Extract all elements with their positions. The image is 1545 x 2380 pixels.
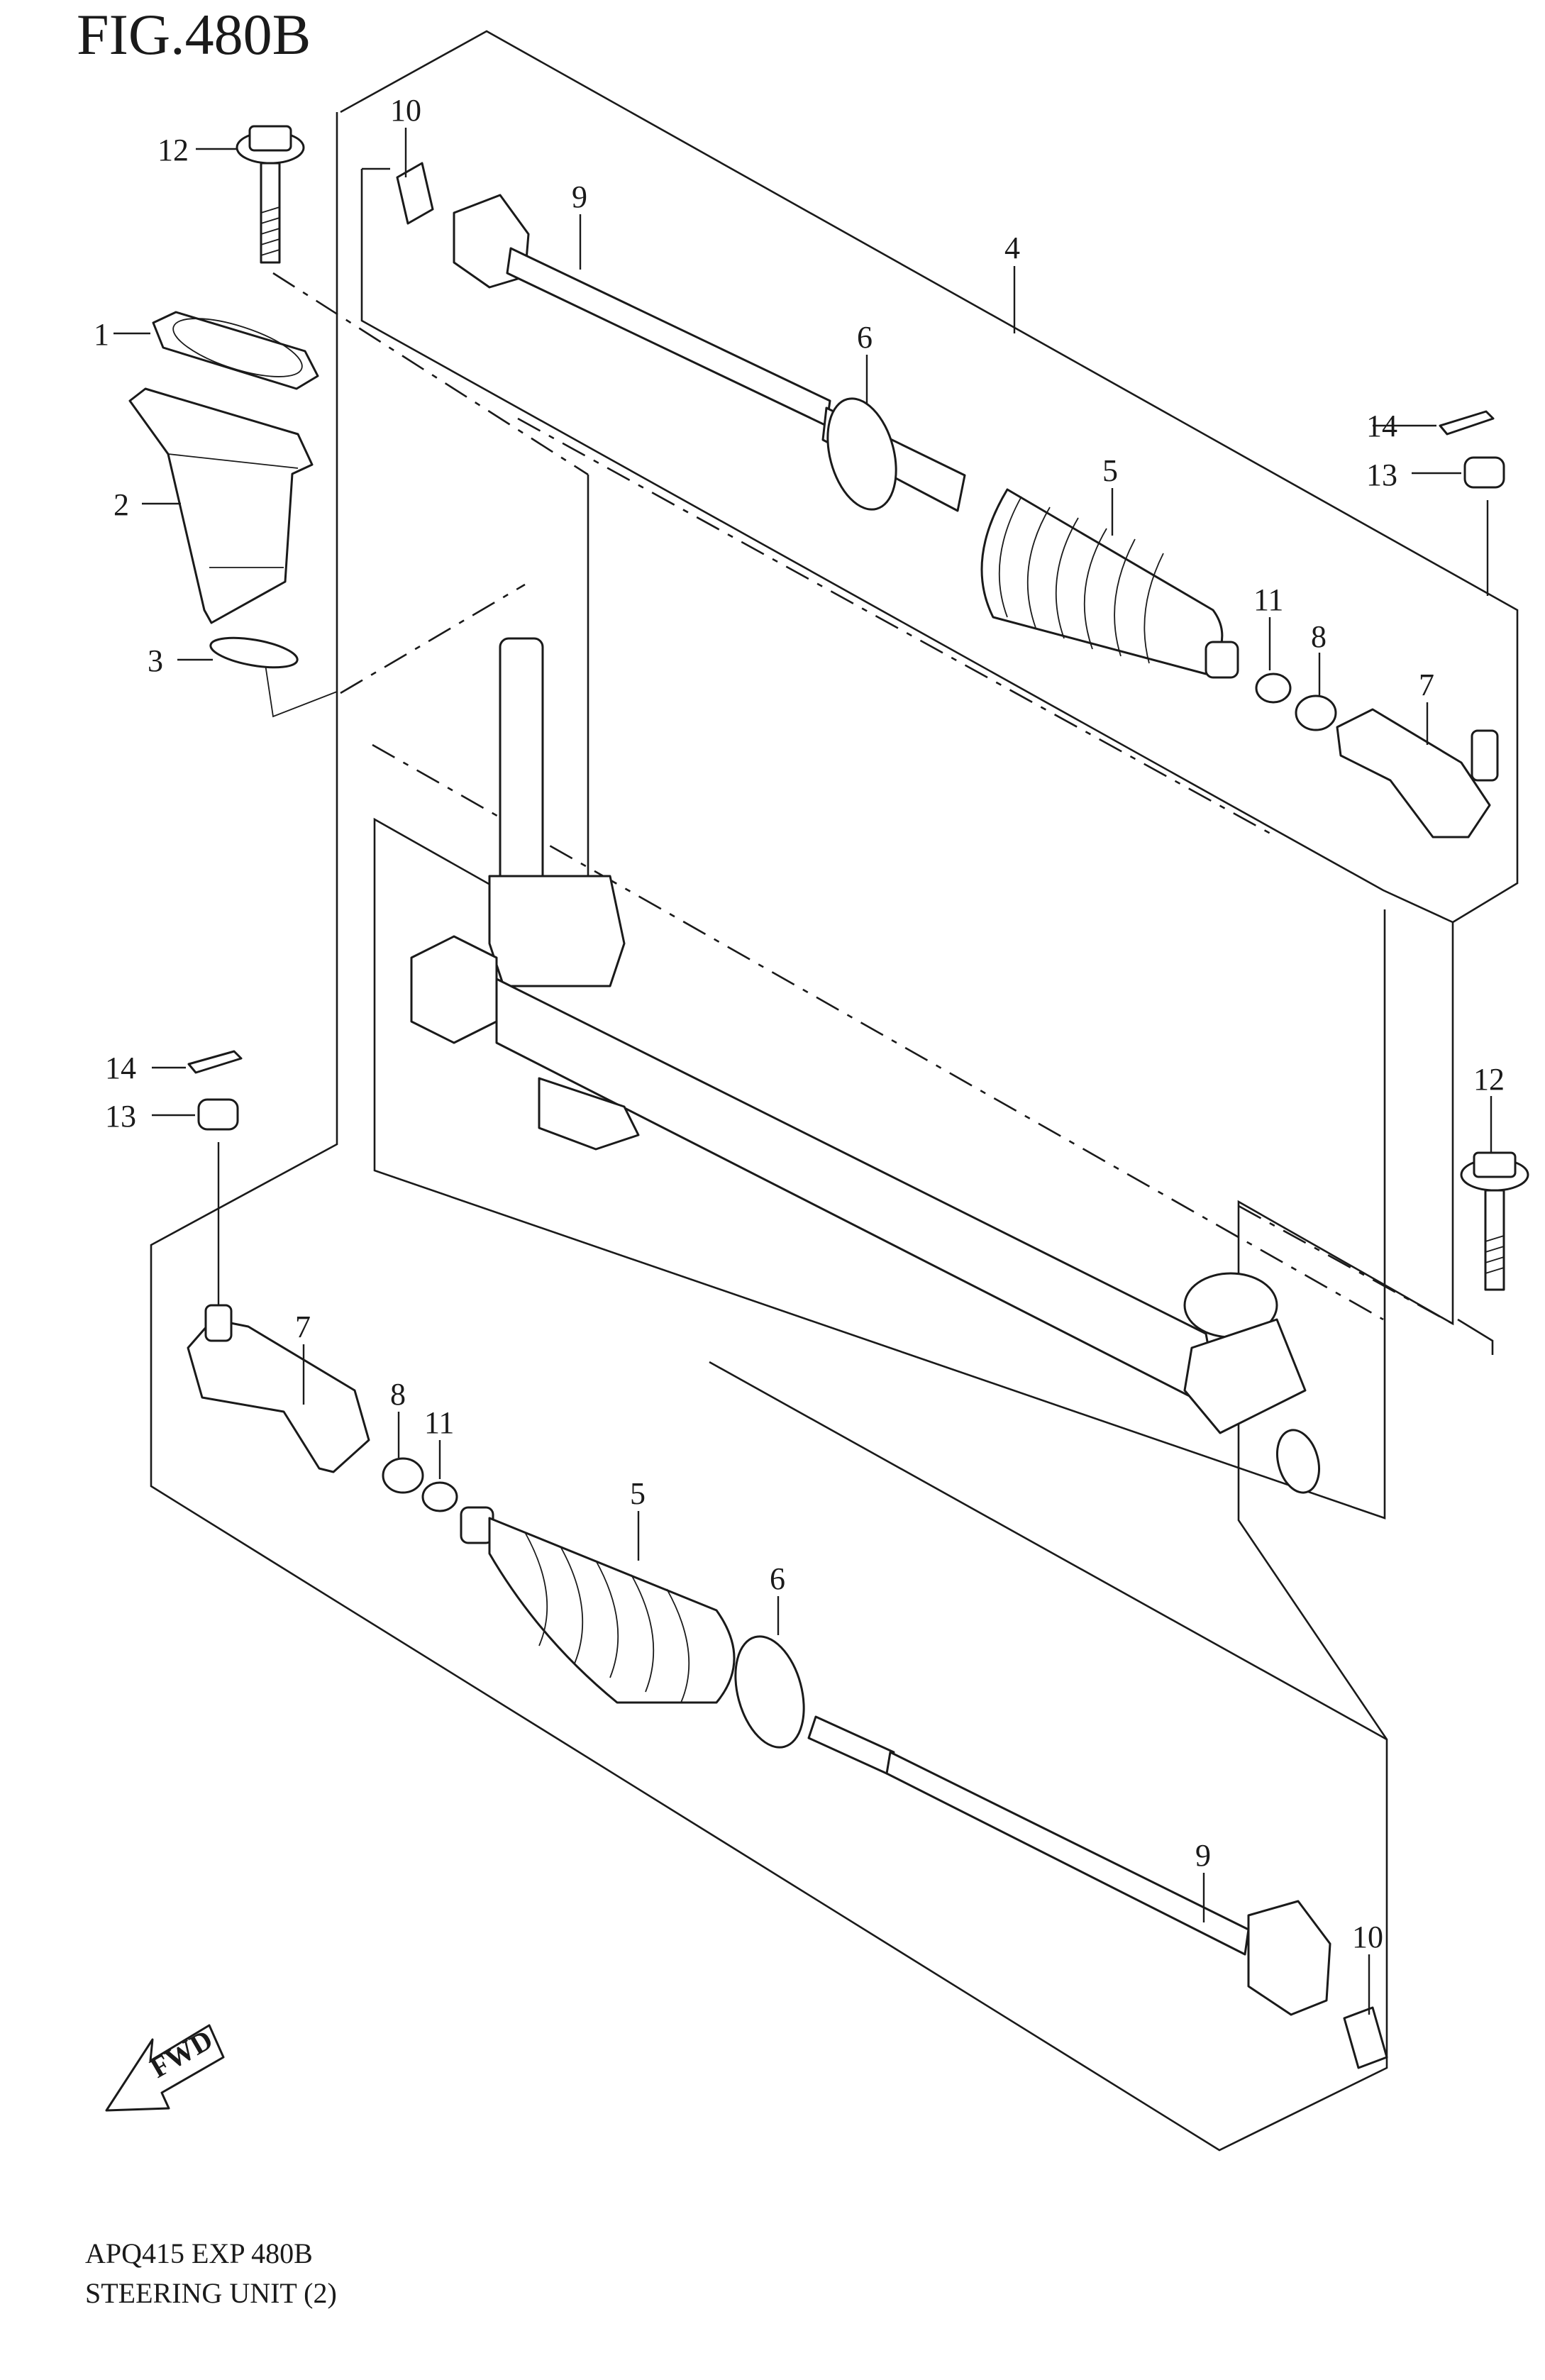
nut-13-lower xyxy=(197,1098,239,1131)
figure-name: STEERING UNIT (2) xyxy=(85,2277,337,2309)
callout-2: 2 xyxy=(113,487,129,522)
callout-6: 6 xyxy=(857,320,873,355)
callout-4: 4 xyxy=(1004,231,1020,265)
boot-5-lower xyxy=(460,1506,736,1704)
cotter-pin-14-lower xyxy=(187,1050,243,1074)
callouts: 12 1 2 3 10 9 4 6 5 14 13 11 8 7 12 14 1… xyxy=(94,93,1505,1954)
callout-8-lower: 8 xyxy=(390,1377,406,1412)
dashline-seal xyxy=(340,583,526,694)
plate-1 xyxy=(152,311,319,390)
figure-title: FIG.480B xyxy=(77,2,311,67)
bolt-12-right xyxy=(1460,1151,1529,1291)
tierod-9-lower xyxy=(807,1715,1331,2016)
callout-12: 12 xyxy=(157,133,189,167)
callout-10-lower: 10 xyxy=(1352,1920,1383,1954)
figure-code: APQ415 EXP 480B xyxy=(85,2237,313,2269)
callout-5-lower: 5 xyxy=(630,1476,646,1511)
callout-7: 7 xyxy=(1419,668,1434,702)
nut-8-lower xyxy=(382,1457,424,1494)
cotter-pin-14-upper xyxy=(1439,410,1495,436)
callout-8: 8 xyxy=(1311,619,1327,654)
callout-14: 14 xyxy=(1366,409,1397,443)
callout-14-lower: 14 xyxy=(105,1051,136,1085)
bolt-frame-right xyxy=(1457,1318,1494,1355)
dashline-upper-rod xyxy=(517,417,1278,838)
seal-bracket xyxy=(264,659,338,718)
rack-frame xyxy=(373,475,1386,1520)
callout-11-lower: 11 xyxy=(424,1405,454,1440)
nut-13-upper xyxy=(1463,456,1505,489)
tierod-end-7-lower xyxy=(187,1304,370,1473)
inner-tierod-frame-top xyxy=(360,169,1453,924)
clamp-6-upper xyxy=(826,397,897,511)
dashline-boot xyxy=(272,272,589,476)
callout-7-lower: 7 xyxy=(295,1310,311,1344)
clamp-6-lower xyxy=(734,1635,805,1749)
boot-5-upper xyxy=(980,488,1239,679)
callout-10: 10 xyxy=(390,93,421,128)
clip-11-upper xyxy=(1255,673,1292,704)
cover-2 xyxy=(128,387,314,624)
dashline-bolt xyxy=(1238,1205,1453,1325)
lower-tierod-frame xyxy=(709,1361,1388,1741)
clip-11-lower xyxy=(421,1481,458,1512)
nut-8-upper xyxy=(1295,694,1337,731)
callout-11: 11 xyxy=(1253,582,1283,617)
bolt-12-left xyxy=(236,125,305,264)
leader-lines xyxy=(113,128,1493,2015)
callout-12-right: 12 xyxy=(1473,1062,1505,1097)
lockwasher-10-upper xyxy=(396,162,434,225)
callout-1: 1 xyxy=(94,317,109,352)
callout-13: 13 xyxy=(1366,458,1397,492)
callout-6-lower: 6 xyxy=(770,1561,785,1596)
upper-frame xyxy=(150,30,1519,2152)
fwd-arrow: FWD xyxy=(105,2023,225,2112)
callout-3: 3 xyxy=(148,643,163,678)
lockwasher-10-lower xyxy=(1343,2006,1388,2069)
callout-9-lower: 9 xyxy=(1195,1838,1211,1873)
callout-9: 9 xyxy=(572,179,587,214)
oring-3 xyxy=(209,636,299,669)
tierod-end-7-upper xyxy=(1336,708,1499,838)
callout-13-lower: 13 xyxy=(105,1099,136,1134)
steering-gear-housing xyxy=(410,637,1320,1494)
callout-5: 5 xyxy=(1102,453,1118,488)
